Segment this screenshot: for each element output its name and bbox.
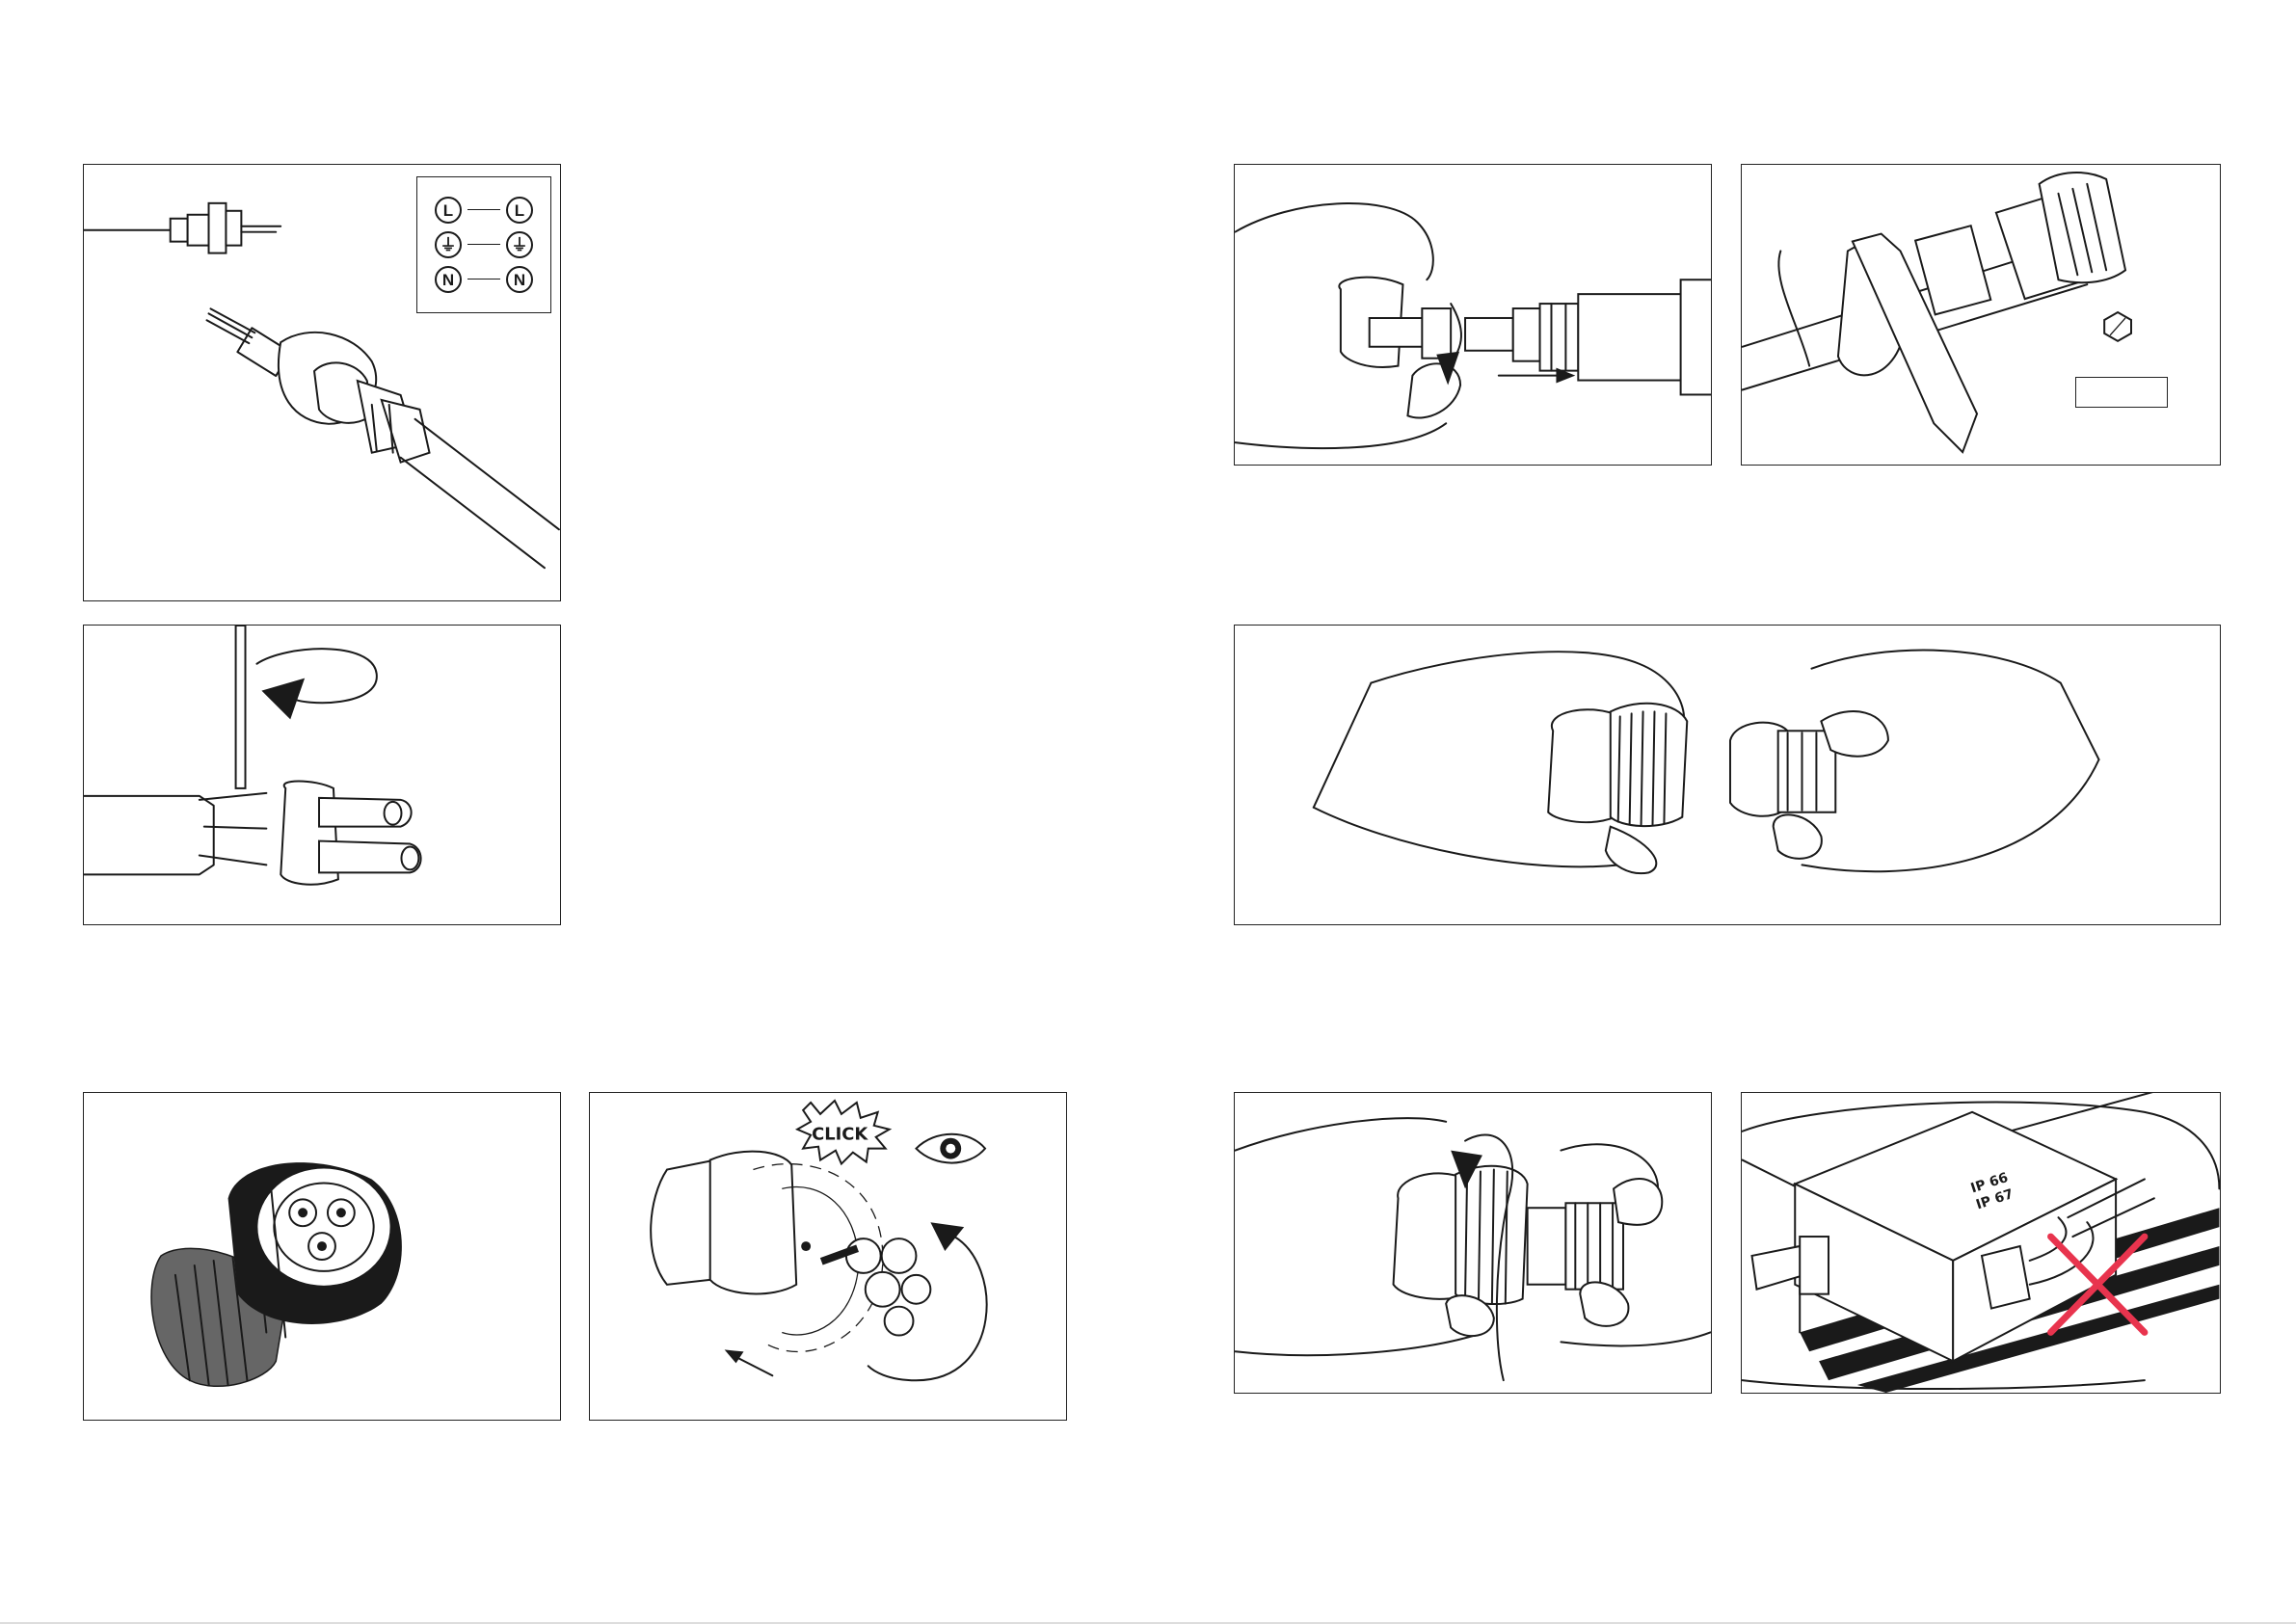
figure-wrong-mounting: IP 66 IP 67: [1741, 1092, 2221, 1394]
torque-value-box: [2075, 377, 2168, 408]
align-connectors-illustration: [1235, 626, 2220, 924]
rotate-arrow-head: [261, 679, 305, 720]
legend-right-symbol: ⏚: [506, 231, 533, 258]
wiring-legend: L L ⏚ ⏚ N N: [416, 176, 551, 313]
twist-lock-illustration: [1235, 1093, 1711, 1393]
legend-left-symbol: L: [435, 197, 462, 224]
legend-row-earth: ⏚ ⏚: [417, 231, 550, 270]
tighten-wrench-illustration: [1742, 165, 2220, 465]
connector-click-illustration: CLICK: [590, 1093, 1066, 1420]
legend-arrow: [467, 209, 500, 210]
figure-tighten-wrench: [1741, 164, 2221, 466]
figure-twist-lock: [1234, 1092, 1712, 1394]
eye-icon: [916, 1134, 985, 1163]
click-label: CLICK: [812, 1125, 868, 1145]
figure-terminal-screw: [83, 625, 561, 925]
legend-arrow: [467, 244, 500, 245]
legend-arrow: [467, 279, 500, 280]
terminal-screw-illustration: [84, 626, 560, 924]
figure-connector-click: CLICK: [589, 1092, 1067, 1421]
legend-left-symbol: ⏚: [435, 231, 462, 258]
hex-nut-icon: [2104, 312, 2131, 341]
click-burst-icon: CLICK: [797, 1101, 889, 1164]
legend-right-symbol: L: [506, 197, 533, 224]
figure-align-connectors: [1234, 625, 2221, 925]
legend-right-symbol: N: [506, 266, 533, 293]
figure-strip-cable: L L ⏚ ⏚ N N: [83, 164, 561, 601]
connector-front-illustration: [84, 1093, 560, 1420]
insert-cable-illustration: [1235, 165, 1711, 465]
legend-left-symbol: N: [435, 266, 462, 293]
legend-row-neutral: N N: [417, 266, 550, 305]
wrong-mounting-illustration: IP 66 IP 67: [1742, 1093, 2220, 1393]
figure-insert-cable: [1234, 164, 1712, 466]
figure-connector-front: [83, 1092, 561, 1421]
legend-row-live: L L: [417, 197, 550, 235]
